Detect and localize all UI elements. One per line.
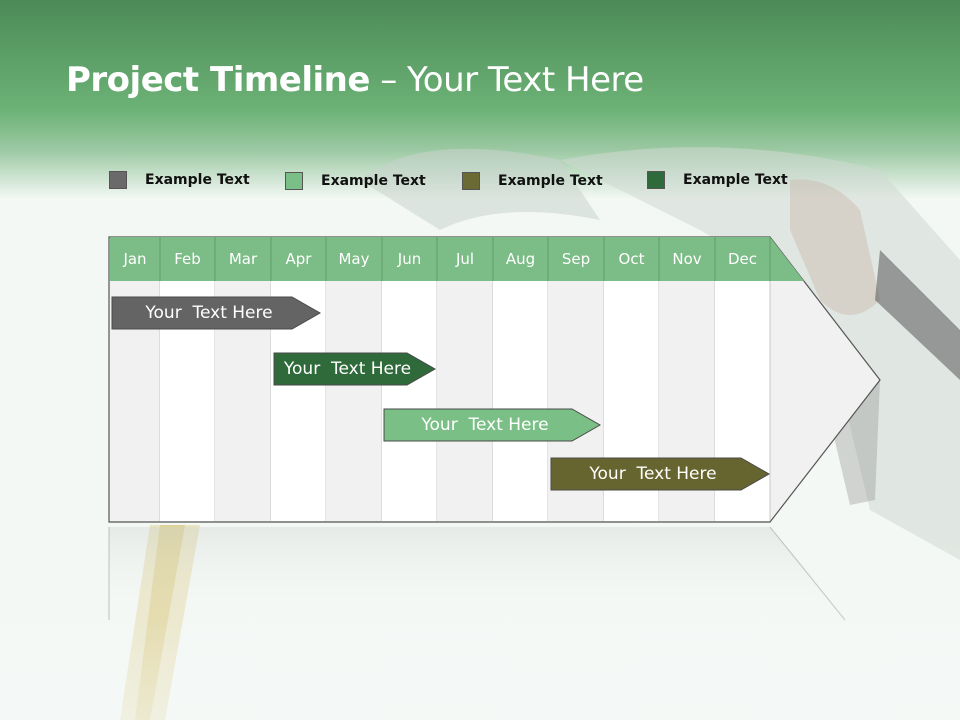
task-bar: [273, 352, 437, 386]
month-label: Jan: [123, 250, 147, 268]
legend-item: Example Text: [647, 170, 788, 190]
month-label: Oct: [618, 250, 645, 268]
month-label: Sep: [561, 250, 591, 268]
slide-title: Project Timeline – Your Text Here: [66, 60, 644, 100]
legend-item: Example Text: [109, 170, 250, 190]
month-label: Nov: [672, 250, 702, 268]
month-column: [382, 281, 437, 521]
reflection-edge: [769, 526, 846, 621]
legend-item: Example Text: [285, 171, 426, 191]
timeline-reflection: [109, 527, 850, 620]
task-bar-label: Your Text Here: [421, 415, 549, 435]
task-bar-label: Your Text Here: [145, 303, 273, 323]
task-bar: [550, 457, 771, 491]
task-bar: [383, 408, 602, 442]
legend-swatch: [647, 171, 665, 189]
month-header-band: [110, 237, 804, 281]
month-label: Mar: [228, 250, 258, 268]
legend-label: Example Text: [683, 172, 788, 188]
month-column: [326, 281, 382, 521]
month-label: Jun: [397, 250, 422, 268]
month-column: [493, 281, 548, 521]
month-column: [437, 281, 493, 521]
legend-swatch: [462, 172, 480, 190]
month-label: Dec: [727, 250, 758, 268]
legend-swatch: [285, 172, 303, 190]
legend-label: Example Text: [498, 173, 603, 189]
task-bar: [111, 296, 322, 330]
month-label: Feb: [174, 250, 201, 268]
title-bold: Project Timeline: [66, 60, 370, 100]
month-label: Jul: [455, 250, 475, 268]
month-label: Aug: [505, 250, 536, 268]
legend-swatch: [109, 171, 127, 189]
legend-label: Example Text: [145, 172, 250, 188]
title-rest: – Your Text Here: [369, 60, 644, 100]
legend-label: Example Text: [321, 173, 426, 189]
month-label: May: [338, 250, 370, 268]
month-label: Apr: [285, 250, 312, 268]
task-bar-label: Your Text Here: [283, 359, 412, 379]
task-bars: [111, 296, 771, 491]
task-bar-label: Your Text Here: [589, 464, 717, 484]
legend-item: Example Text: [462, 171, 603, 191]
